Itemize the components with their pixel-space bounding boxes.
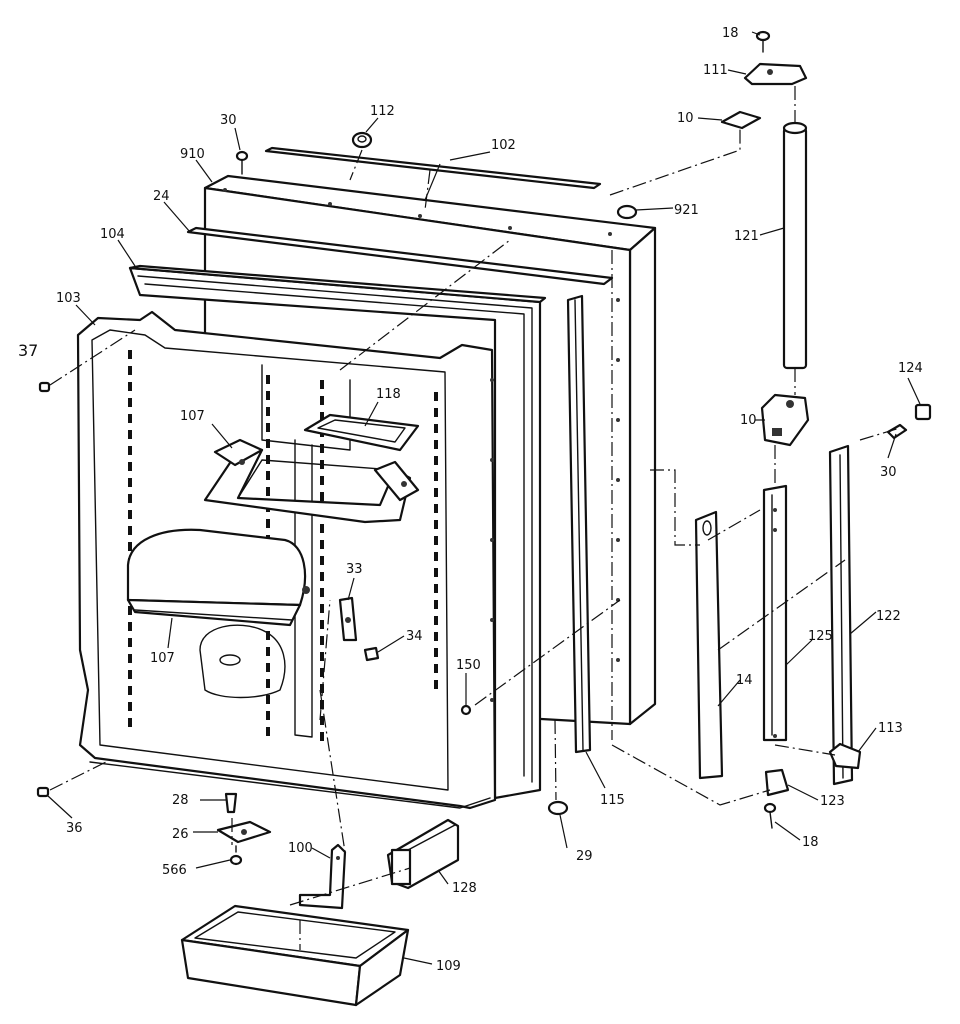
callout-103: 103 [56, 291, 81, 306]
callout-921: 921 [674, 203, 699, 218]
screw-right [886, 423, 908, 440]
callout-102: 102 [491, 138, 516, 153]
plug-29 [547, 800, 569, 816]
door-stop-bar [694, 510, 724, 780]
callout-112: 112 [370, 104, 395, 119]
latch-stop [363, 646, 380, 662]
callout-910: 910 [180, 147, 205, 162]
latch-bracket [338, 596, 358, 642]
assembly-lines [49, 86, 901, 950]
callout-100: 100 [288, 841, 313, 856]
screw-37 [38, 381, 51, 393]
callout-30-top: 30 [220, 113, 237, 128]
callout-124: 124 [898, 361, 923, 376]
end-cap [914, 403, 932, 421]
hinge-assembly [694, 30, 932, 829]
callout-18-bottom: 18 [802, 835, 819, 850]
callout-104: 104 [100, 227, 125, 242]
hinge-tube [782, 121, 808, 370]
callout-34: 34 [406, 629, 423, 644]
callout-109: 109 [436, 959, 461, 974]
callout-107-upper: 107 [180, 409, 205, 424]
leader-lines [47, 31, 921, 965]
screw-top [755, 30, 771, 53]
plug-112 [351, 131, 373, 149]
callout-10-mid: 10 [740, 413, 757, 428]
screw-566 [229, 845, 243, 866]
callout-111: 111 [703, 63, 728, 78]
screw-36 [36, 786, 50, 798]
callout-28: 28 [172, 793, 189, 808]
pin-28 [224, 792, 238, 814]
screw-bottom [763, 802, 777, 829]
shelf-insert [303, 413, 420, 452]
callout-10-top: 10 [677, 111, 694, 126]
callout-labels: 18 111 10 121 921 102 112 30 910 24 104 … [18, 26, 923, 974]
callout-18-top: 18 [722, 26, 739, 41]
dairy-compartment-door [126, 528, 310, 627]
callout-107-lower: 107 [150, 651, 175, 666]
callout-123: 123 [820, 794, 845, 809]
callout-26: 26 [172, 827, 189, 842]
callout-150: 150 [456, 658, 481, 673]
callout-122: 122 [876, 609, 901, 624]
door-stop [828, 742, 862, 770]
callout-24: 24 [153, 189, 170, 204]
callout-29: 29 [576, 849, 593, 864]
plug-921 [616, 204, 638, 220]
top-hinge [743, 62, 808, 86]
callout-118: 118 [376, 387, 401, 402]
callout-566: 566 [162, 863, 187, 878]
bottom-bracket [298, 843, 347, 910]
vertical-strip [828, 444, 854, 786]
top-trim [264, 146, 602, 190]
screw-30-top [235, 150, 249, 175]
callout-36: 36 [66, 821, 83, 836]
upper-door-shelf [203, 438, 420, 524]
bin-bracket [386, 818, 460, 890]
callout-113: 113 [878, 721, 903, 736]
callout-14: 14 [736, 673, 753, 688]
bottom-hinge [764, 768, 790, 797]
hinge-channel [762, 484, 788, 742]
callout-121: 121 [734, 229, 759, 244]
hinge-shim-top [720, 110, 762, 130]
plate-26 [216, 820, 272, 844]
screw-150 [460, 704, 472, 716]
hinge-bracket-middle [760, 393, 810, 447]
callout-128: 128 [452, 881, 477, 896]
callout-125: 125 [808, 629, 833, 644]
callout-115: 115 [600, 793, 625, 808]
callout-30-right: 30 [880, 465, 897, 480]
callout-37: 37 [18, 341, 38, 360]
storage-bin [180, 904, 410, 1007]
callout-33: 33 [346, 562, 363, 577]
